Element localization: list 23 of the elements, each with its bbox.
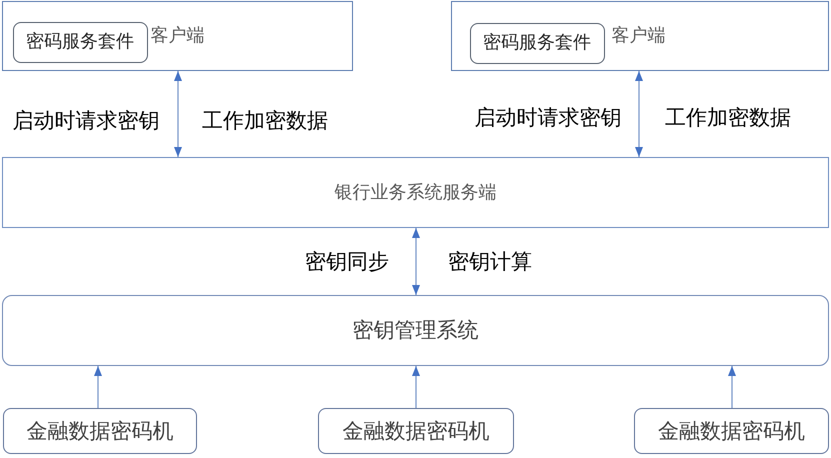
double-arrow <box>412 228 420 295</box>
arrow-label: 工作加密数据 <box>202 110 328 132</box>
box-heading: 客户端 <box>612 26 666 44</box>
device-box: 金融数据密码机 <box>634 408 829 454</box>
double-arrow <box>635 71 643 157</box>
arrow-label: 启动时请求密钥 <box>12 110 160 132</box>
component-box: 密码服务套件 <box>12 22 148 62</box>
double-arrow <box>174 71 182 157</box>
arrow-label: 工作加密数据 <box>665 108 791 128</box>
device-box: 金融数据密码机 <box>318 408 514 454</box>
box-heading: 客户端 <box>150 26 204 44</box>
client-box <box>451 1 829 71</box>
arrow-label: 启动时请求密钥 <box>474 108 622 128</box>
component-box: 密码服务套件 <box>470 22 604 64</box>
arrow-label: 密钥同步 <box>305 252 389 272</box>
arrow <box>94 366 102 408</box>
arrow <box>412 366 420 408</box>
device-box: 金融数据密码机 <box>3 408 197 454</box>
arrow-label: 密钥计算 <box>448 252 532 272</box>
server-box: 银行业务系统服务端 <box>2 157 829 228</box>
system-box: 密钥管理系统 <box>2 295 829 366</box>
client-box <box>2 1 353 71</box>
arrow <box>728 366 736 408</box>
